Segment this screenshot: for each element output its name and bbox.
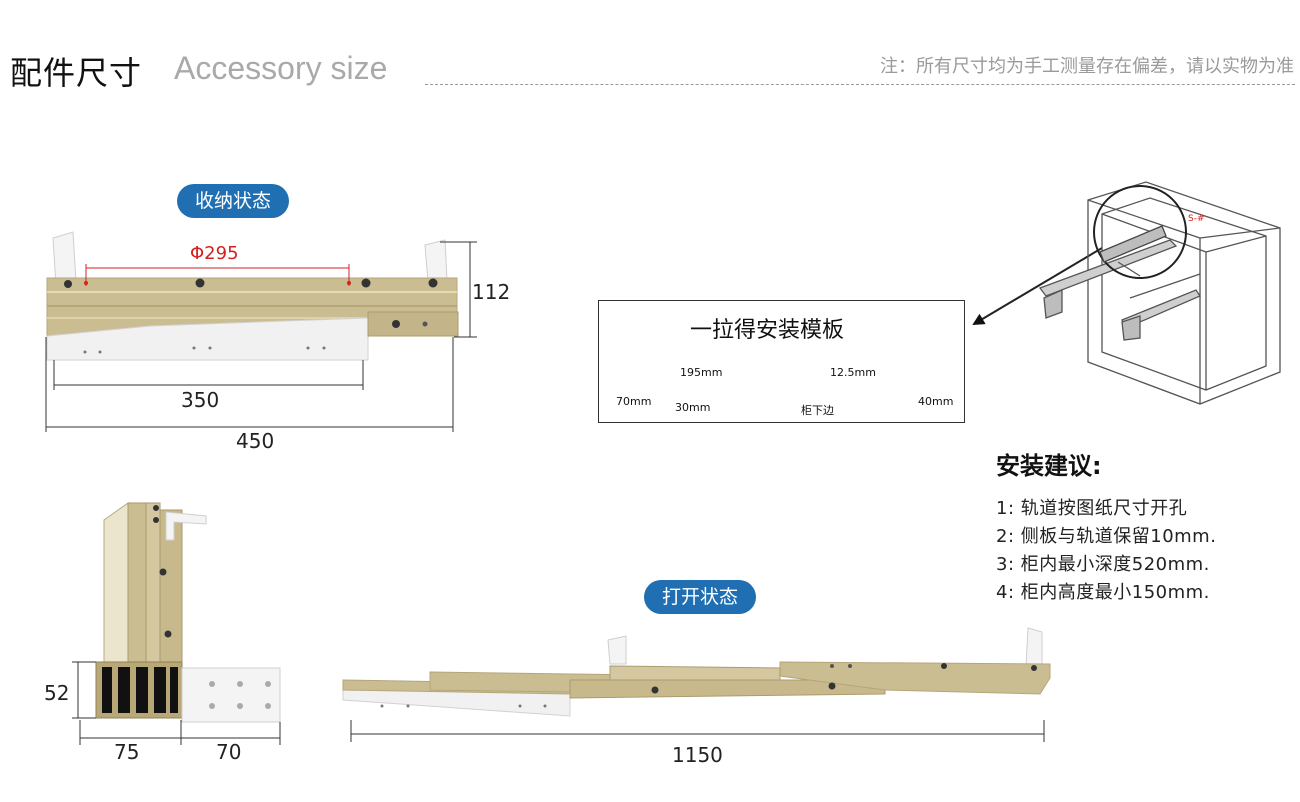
closed-height-label: 112 (472, 280, 511, 304)
detail-pointer-arrow (972, 247, 1103, 326)
open-state-label: 打开状态 (644, 580, 757, 614)
page-title-en: Accessory size (174, 50, 388, 86)
template-dim-195: 195mm (680, 366, 723, 379)
template-dim-40: 40mm (918, 395, 954, 408)
profile-width-label: 75 (114, 740, 140, 764)
profile-illustration (95, 502, 281, 723)
extended-length-label: 1150 (672, 743, 723, 767)
advice-title: 安装建议: (996, 452, 1102, 480)
bracket-width-label: 70 (216, 740, 242, 764)
profile-height-label: 52 (44, 681, 70, 705)
advice-item-4: 4: 柜内高度最小150mm. (996, 582, 1210, 603)
template-title: 一拉得安装模板 (690, 318, 845, 343)
install-template (598, 300, 965, 423)
template-dim-30: 30mm (675, 401, 711, 414)
profile-dimension-lines (72, 661, 281, 745)
advice-item-3: 3: 柜内最小深度520mm. (996, 554, 1210, 575)
template-bottom-label: 柜下边 (801, 404, 834, 417)
template-dim-12-5: 12.5mm (830, 366, 876, 379)
measurement-note: 注：所有尺寸均为手工测量存在偏差，请以实物为准 (880, 56, 1294, 77)
header-divider (425, 84, 1295, 85)
template-dim-70: 70mm (616, 395, 652, 408)
advice-item-1: 1: 轨道按图纸尺寸开孔 (996, 498, 1188, 519)
advice-item-2: 2: 侧板与轨道保留10mm. (996, 526, 1217, 547)
closed-rail-illustration (46, 231, 459, 361)
cabinet-illustration (1038, 181, 1281, 405)
cabinet-mark: S-# (1188, 214, 1205, 224)
inner-length-label: 350 (181, 388, 220, 412)
closed-state-label: 收纳状态 (177, 184, 290, 218)
extended-rail-illustration (342, 627, 1051, 717)
extended-dimension-lines (350, 720, 1045, 742)
closed-dimension-lines (45, 241, 477, 432)
total-length-label: 450 (236, 429, 275, 453)
page-title-cn: 配件尺寸 (10, 54, 143, 92)
hole-spacing-label: Φ295 (190, 243, 239, 264)
